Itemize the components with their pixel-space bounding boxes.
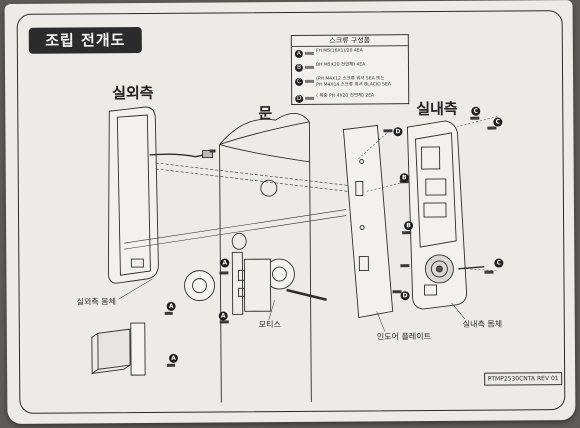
indoor-side-label: 실내측 [416, 99, 458, 119]
callout-d-badge: D [400, 291, 410, 301]
callout-a-badge: A [220, 258, 230, 268]
callout-c-badge: C [493, 117, 503, 127]
callout-d-badge: D [393, 127, 403, 137]
door-label: 문 [258, 104, 273, 123]
legend-text-a: FH M5(16X1)/20 4EA [315, 48, 363, 54]
legend-row-b: B BH M5X20 전면체) 4EA [292, 60, 408, 75]
callout-c-badge: C [494, 258, 504, 268]
legend-row-c: C (PH M4X12 스크류 워셔 5EA 또는 PH M4X14 스크류 워… [292, 74, 408, 92]
screw-icon [305, 79, 315, 83]
indoor-plate-label: 인도어 플레이트 [376, 332, 431, 342]
callout-a-badge: A [168, 353, 179, 363]
screw-icon [304, 51, 314, 55]
callout-c-badge: C [471, 106, 481, 116]
callout-b-badge: B [404, 221, 414, 231]
screw-icon [304, 65, 315, 69]
mortise-label: 모티스 [258, 320, 281, 330]
screw-icon [305, 96, 315, 100]
screw-legend: 스크류 구성품 A FH M5(16X1)/20 4EA B BH M5X20 … [290, 34, 410, 106]
legend-text-c: (PH M4X12 스크류 워셔 5EA 또는 PH M4X14 스크류 워셔 … [316, 76, 391, 88]
legend-row-a: A FH M5(16X1)/20 4EA [292, 46, 408, 61]
badge-b-icon: B [294, 63, 304, 72]
callout-a-badge: A [218, 311, 228, 321]
outdoor-side-label: 실외측 [112, 83, 154, 103]
badge-d-icon: D [295, 94, 304, 103]
exploded-diagram [91, 106, 498, 403]
legend-text-b: BH M5X20 전면체) 4EA [315, 62, 366, 68]
legend-text-d: ( 목중 PH 4X20 전면체) 2EA [316, 93, 375, 99]
callout-b-badge: B [399, 173, 409, 183]
badge-c-icon: C [295, 77, 304, 86]
model-revision: PTMP2530CNTA REV 01 [484, 372, 563, 386]
outdoor-body-label: 실외측 몸체 [76, 297, 116, 307]
callout-a-badge: A [166, 301, 176, 311]
indoor-body-label: 실내측 몸체 [462, 319, 503, 329]
badge-a-icon: A [294, 49, 303, 58]
legend-heading: 스크류 구성품 [291, 35, 408, 47]
legend-row-d: D ( 목중 PH 4X20 전면체) 2EA [292, 91, 408, 106]
assembly-sheet: 조립 전개도 [4, 0, 576, 424]
